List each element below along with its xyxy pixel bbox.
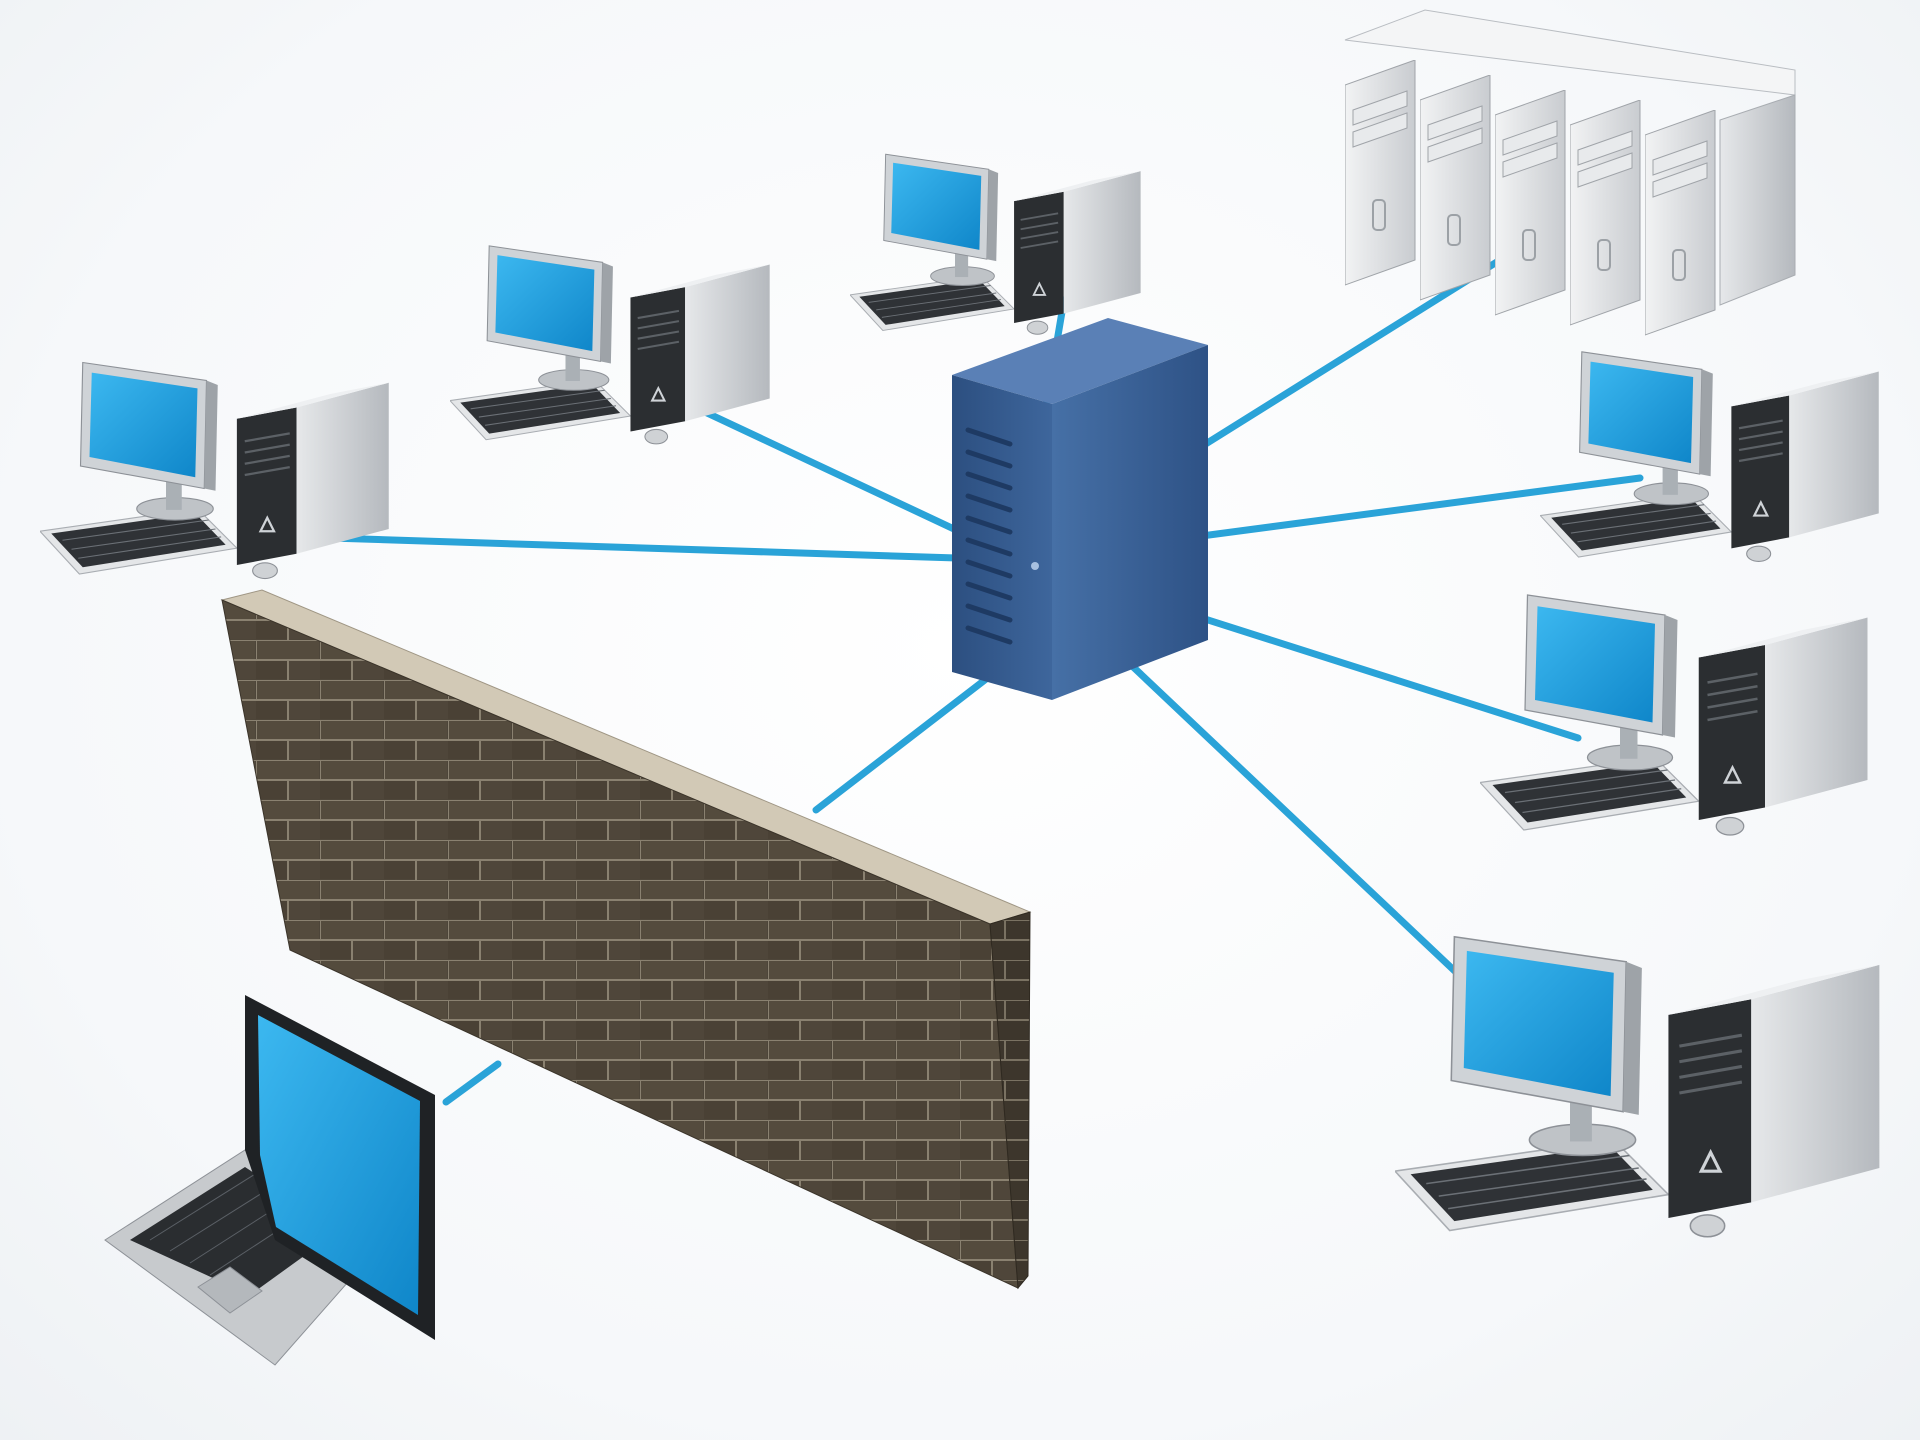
desktop-computer-icon: [1395, 935, 1881, 1239]
desktop-computer-icon: [1540, 350, 1880, 563]
server-tower-icon: [952, 318, 1208, 700]
brick-wall-icon: [220, 589, 1032, 1290]
cable-to-workstation-left-1: [294, 533, 1024, 564]
desktop-computer-icon: [1480, 593, 1869, 837]
cable-to-firewall: [812, 672, 994, 814]
desktop-computer-icon: [40, 361, 390, 580]
desktop-computer-icon: [850, 153, 1142, 336]
laptop-icon: [104, 995, 436, 1366]
cable-to-laptop: [442, 1060, 502, 1106]
server-rack-icon: [1344, 9, 1796, 336]
desktop-computer-icon: [450, 244, 771, 445]
